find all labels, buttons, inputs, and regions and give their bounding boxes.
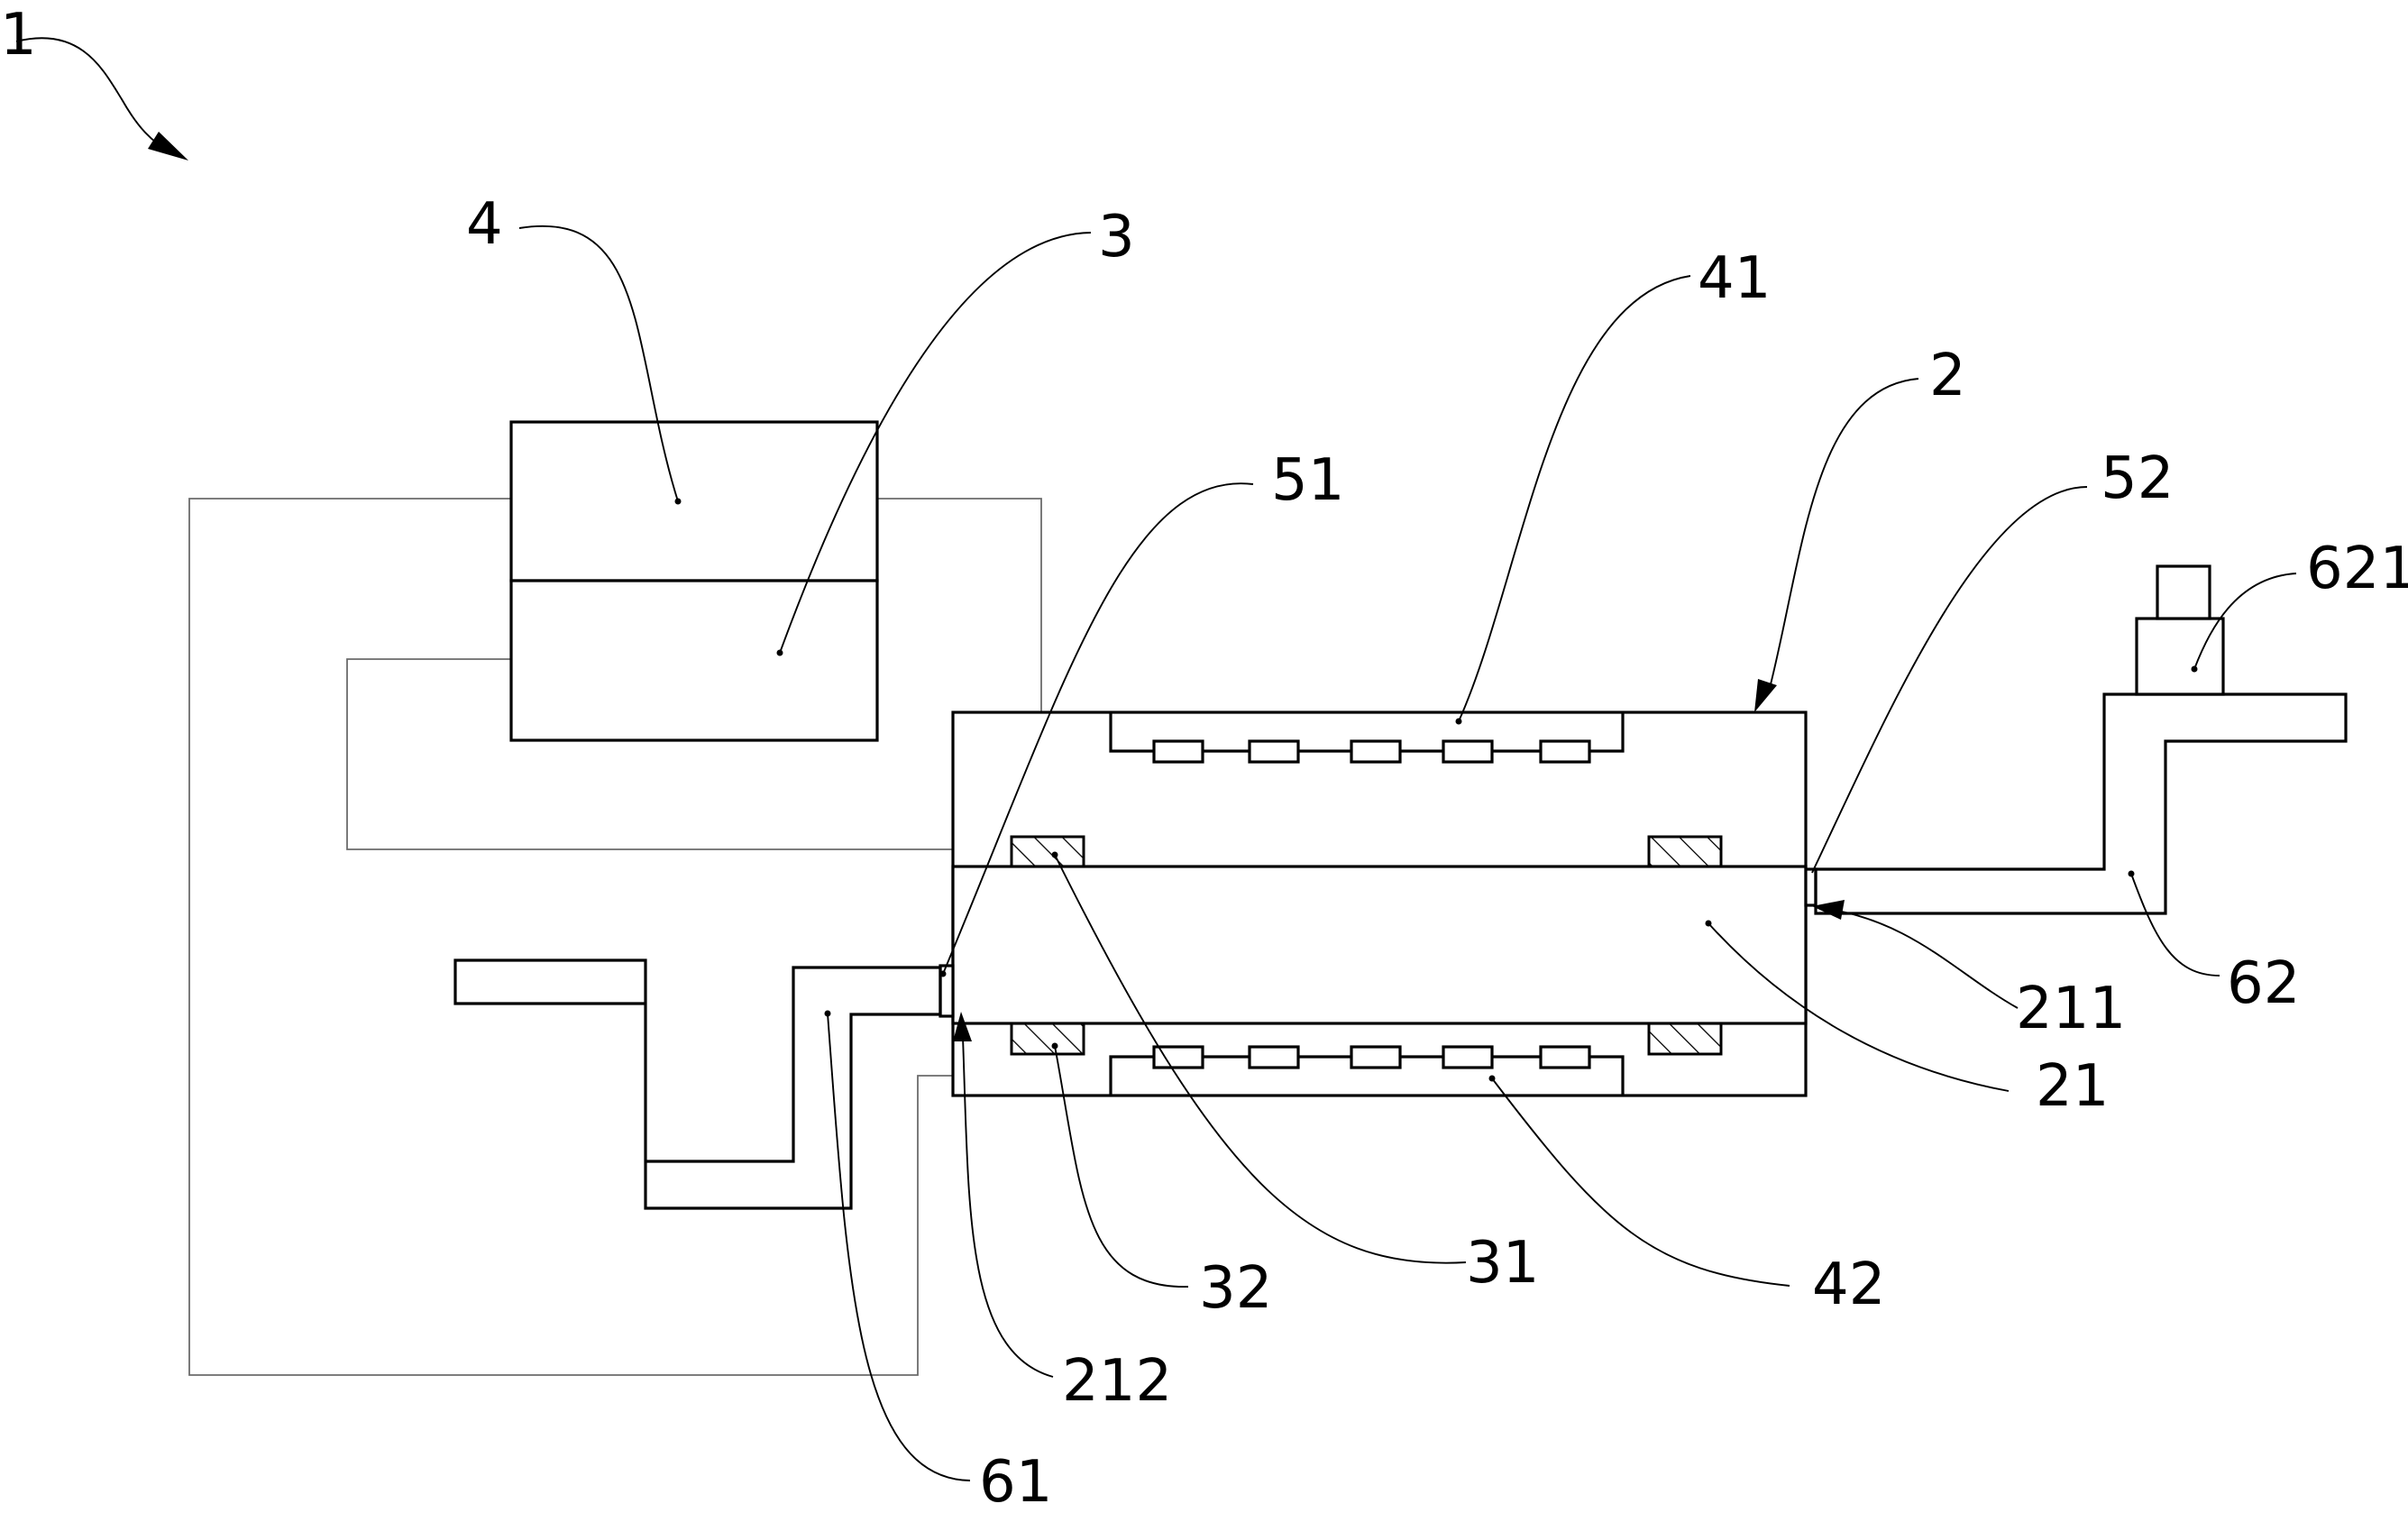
label-3: 3 xyxy=(1098,204,1135,271)
tube-assembly xyxy=(938,711,1817,1097)
leader-61 xyxy=(827,1013,971,1481)
leader-41 xyxy=(1458,275,1691,722)
wire-upper-right xyxy=(877,498,1111,729)
leader-1-arrow xyxy=(148,132,188,160)
leader-52 xyxy=(1811,486,2088,874)
label-31: 31 xyxy=(1466,1230,1539,1297)
leader-2-arrow xyxy=(1754,679,1777,712)
leader-51 xyxy=(942,482,1254,975)
leader-211-arrow xyxy=(1812,900,1845,920)
leader-1 xyxy=(15,37,174,154)
pipe-62 xyxy=(1814,692,2348,915)
label-62: 62 xyxy=(2227,950,2300,1017)
magnets-32 xyxy=(1010,1022,1723,1056)
label-32: 32 xyxy=(1199,1255,1272,1322)
label-21: 21 xyxy=(2036,1053,2109,1120)
leader-21 xyxy=(1708,922,2010,1092)
leader-32 xyxy=(1054,1045,1189,1288)
control-unit xyxy=(509,420,879,742)
magnets-31 xyxy=(1010,835,1723,868)
wire-left-outer xyxy=(188,498,1111,1376)
wire-left-inner xyxy=(346,658,1012,850)
anchor-dots xyxy=(674,498,2198,1082)
leader-62 xyxy=(2130,873,2220,977)
leader-211 xyxy=(1820,907,2019,1009)
leader-4 xyxy=(518,225,679,502)
leader-621 xyxy=(2193,573,2297,670)
label-61: 61 xyxy=(979,1449,1052,1513)
plug-621-base xyxy=(2135,617,2225,696)
unit-3 xyxy=(509,579,879,742)
end-cap-211 xyxy=(1804,867,1817,907)
label-42: 42 xyxy=(1812,1252,1885,1318)
label-51: 51 xyxy=(1271,447,1344,514)
leader-3 xyxy=(779,232,1092,654)
label-212: 212 xyxy=(1062,1348,1172,1415)
core-21 xyxy=(951,865,1808,1025)
leader-lines xyxy=(15,37,2297,1481)
leader-212-arrow xyxy=(953,1012,972,1041)
label-1: 1 xyxy=(0,2,37,69)
coil-41 xyxy=(1109,712,1625,764)
leader-212 xyxy=(962,1036,1054,1378)
label-52: 52 xyxy=(2101,445,2174,512)
label-621: 621 xyxy=(2306,536,2408,602)
leader-31 xyxy=(1054,854,1467,1264)
leader-2 xyxy=(1768,378,1919,692)
coil-42 xyxy=(1109,1045,1625,1096)
label-41: 41 xyxy=(1698,245,1771,312)
leader-42 xyxy=(1491,1077,1790,1287)
unit-4 xyxy=(509,420,879,582)
plug-621-cap xyxy=(2156,564,2211,620)
pipe-61 xyxy=(453,958,942,1210)
label-2: 2 xyxy=(1929,343,1966,409)
label-4: 4 xyxy=(466,191,503,258)
label-211: 211 xyxy=(2016,976,2126,1042)
